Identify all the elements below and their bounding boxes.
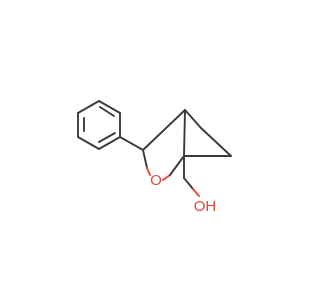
bond-phenyl-6 <box>98 100 121 114</box>
bond-c3-o <box>142 149 148 169</box>
bond-c3-o-red <box>146 167 151 176</box>
bond-c3-c4 <box>142 109 186 151</box>
bond-o-c1 <box>169 155 185 176</box>
hydroxyl-label: OH <box>194 198 217 215</box>
molecule-structure-diagram: O OH <box>77 100 232 215</box>
bond-ch2-o-red <box>192 188 200 197</box>
bond-c5-c6 <box>200 127 232 157</box>
phenyl-ring <box>77 100 121 150</box>
bond-phenyl-3 <box>77 136 100 150</box>
bond-phenyl-double-c <box>99 106 115 117</box>
bicyclic-core <box>142 109 232 181</box>
bond-phenyl-2 <box>98 136 121 150</box>
bond-phenyl-to-c3 <box>119 136 144 151</box>
bond-c4-c5 <box>184 109 202 129</box>
bond-o-c1-red <box>162 174 171 181</box>
bond-c4-c1 <box>183 109 186 157</box>
bond-ch2-o <box>183 177 194 190</box>
hydroxymethyl-group <box>183 155 200 197</box>
bond-phenyl-5 <box>77 100 100 114</box>
bond-phenyl-double-a <box>98 132 116 143</box>
ring-oxygen-label: O <box>150 172 162 189</box>
